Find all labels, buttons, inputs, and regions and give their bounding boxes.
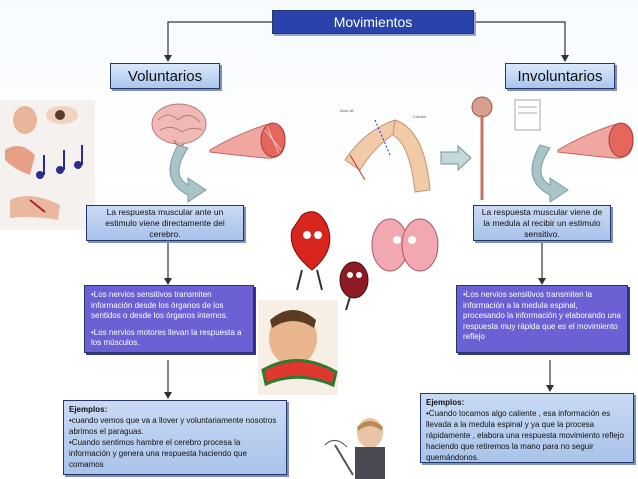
grey-arrow-right (440, 145, 472, 171)
involuntary-examples-title: Ejemplos: (426, 398, 465, 407)
title-to-voluntary-line (167, 21, 272, 55)
voluntary-example-item: •cuando vemos que va a llover y voluntar… (69, 416, 277, 436)
curved-arrow-left (169, 144, 207, 203)
involuntary-examples-box: Ejemplos: •Cuando tocamos algo caliente … (420, 393, 634, 463)
voluntary-nerves-text: •Los nervios sensitivos transmiten infor… (91, 290, 228, 320)
involuntary-label: Involuntarios (517, 67, 603, 85)
voluntary-label: Voluntarios (127, 67, 203, 85)
involuntary-nerves-text: •Los nervios sensitivos transmiten la in… (463, 290, 621, 341)
involuntary-response-box: La respuesta muscular viene de la medula… (473, 205, 611, 241)
arrowhead (561, 55, 569, 62)
title-text: Movimientos (333, 14, 413, 30)
title-to-involuntary-line (474, 21, 566, 55)
arrowhead (546, 385, 554, 392)
senses-illustration (0, 100, 95, 230)
muscle-illustration (209, 122, 286, 159)
child-watermelon-photo (258, 300, 338, 395)
voluntary-nerves-box: •Los nervios sensitivos transmiten infor… (84, 285, 254, 353)
arrowhead (164, 278, 172, 285)
voluntary-response-text: La respuesta muscular ante un estimulo v… (105, 206, 225, 239)
voluntary-examples-box: Ejemplos: •cuando vemos que va a llover … (63, 400, 287, 475)
voluntary-example-item: •Cuando sentimos hambre el cerebro proce… (69, 438, 247, 469)
svg-text:Cordón: Cordón (413, 114, 426, 119)
curved-arrow-right (531, 144, 569, 203)
voluntary-box: Voluntarios (110, 63, 220, 89)
involuntary-nerves-box: •Los nervios sensitivos transmiten la in… (456, 285, 628, 353)
child-umbrella-photo (325, 418, 385, 479)
spinal-nerve-illustration (471, 96, 541, 200)
organs-characters-illustration (290, 211, 439, 311)
reflex-arm-diagram: Arco de Cordón (340, 108, 431, 193)
voluntary-examples-title: Ejemplos: (69, 405, 108, 414)
voluntary-nerves-text: •Los nervios motores llevan la respuesta… (91, 327, 242, 348)
brain-illustration (151, 103, 207, 147)
involuntary-box: Involuntarios (505, 63, 615, 89)
svg-text:Arco de: Arco de (340, 108, 355, 113)
involuntary-response-text: La respuesta muscular viene de la medula… (481, 206, 603, 239)
arrowhead (538, 278, 546, 285)
arrowhead (164, 55, 172, 62)
title-box: Movimientos (272, 10, 474, 34)
muscle-illustration-right (557, 122, 634, 159)
voluntary-response-box: La respuesta muscular ante un estimulo v… (86, 205, 244, 241)
involuntary-example-item: •Cuando tocamos algo caliente , esa info… (426, 409, 624, 462)
arrowhead (164, 392, 172, 399)
